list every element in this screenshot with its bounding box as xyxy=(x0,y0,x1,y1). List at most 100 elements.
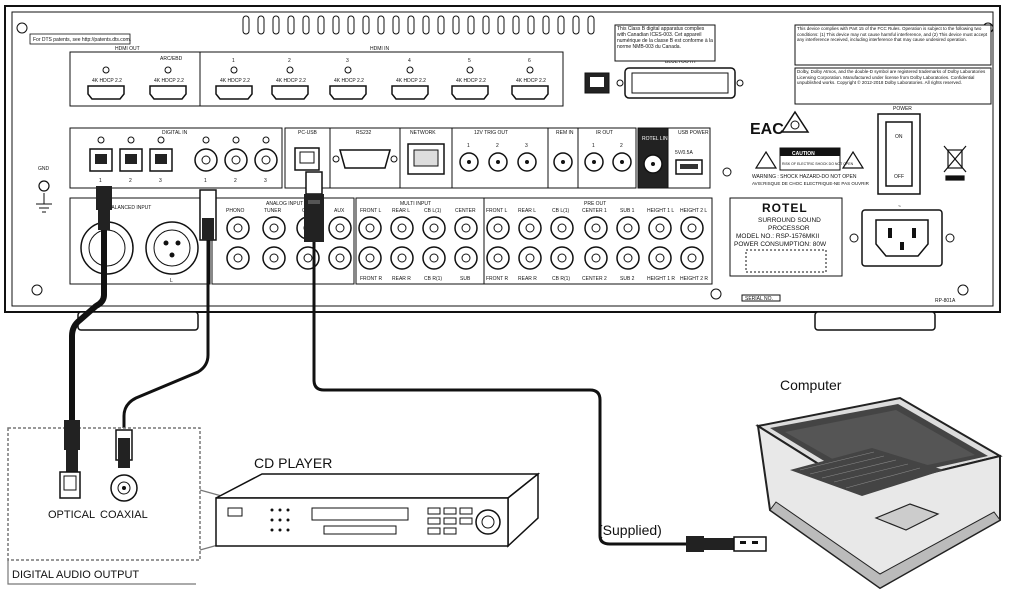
bluetooth-antenna-connector[interactable] xyxy=(624,67,736,99)
caution-title: CAUTION xyxy=(792,151,815,157)
cd-display xyxy=(323,525,397,535)
ac-power-socket[interactable] xyxy=(875,219,929,257)
trig-number-3: 3 xyxy=(525,143,528,149)
phono-l-jack[interactable] xyxy=(226,216,250,240)
pre-cb-l-jack[interactable] xyxy=(550,216,574,240)
pre-height2l-jack[interactable] xyxy=(680,216,704,240)
hdmi-in-port-3[interactable] xyxy=(329,85,367,100)
multi-rear-l-jack[interactable] xyxy=(390,216,414,240)
hdmi-out-port-arc[interactable] xyxy=(149,85,187,100)
hdcp-label-in-1: 4K HDCP 2.2 xyxy=(220,78,250,84)
pre-sub2-jack[interactable] xyxy=(616,246,640,270)
usb-cable xyxy=(312,200,690,546)
pre-center2-jack[interactable] xyxy=(584,246,608,270)
multi-front-l-jack[interactable] xyxy=(358,216,382,240)
cd-player-label: CD PLAYER xyxy=(254,455,332,471)
multi-sub-jack[interactable] xyxy=(454,246,478,270)
pre-rear-l-jack[interactable] xyxy=(518,216,542,240)
laptop-keyboard xyxy=(790,448,944,496)
hdcp-label-out-1: 4K HDCP 2.2 xyxy=(92,78,122,84)
pre-front-l-jack[interactable] xyxy=(486,216,510,240)
power-switch[interactable] xyxy=(885,121,913,187)
multi-cb-r-jack[interactable] xyxy=(422,246,446,270)
brand-logo: ROTEL xyxy=(762,201,808,215)
balanced-input-label: BALANCED INPUT xyxy=(108,205,151,211)
pre-front-r-jack[interactable] xyxy=(486,246,510,270)
power-label: POWER xyxy=(893,106,912,112)
multi-front-r-jack[interactable] xyxy=(358,246,382,270)
rotel-link-label: ROTEL LINK xyxy=(642,136,672,142)
optical-plug-bottom xyxy=(64,420,80,450)
left-foot xyxy=(77,311,199,331)
aux-l-jack[interactable] xyxy=(328,216,352,240)
rs232-port[interactable] xyxy=(339,149,391,169)
coaxial-input-3[interactable] xyxy=(254,148,278,172)
multi-top-4: CENTER xyxy=(455,208,476,214)
product-line1: SURROUND SOUND xyxy=(758,217,821,224)
pre-bottom-1: FRONT R xyxy=(486,276,509,282)
vent-slots xyxy=(242,15,595,35)
network-label: NETWORK xyxy=(410,130,436,136)
pc-usb-port[interactable] xyxy=(294,147,320,171)
hdmi-in-port-6[interactable] xyxy=(511,85,549,100)
computer-label: Computer xyxy=(780,377,842,393)
hdmi-in-port-1[interactable] xyxy=(215,85,253,100)
hdmi-in-port-5[interactable] xyxy=(451,85,489,100)
rs232-section: RS232 xyxy=(329,127,401,189)
usb-b-plug xyxy=(305,171,323,195)
caution-subtitle: RISK OF ELECTRIC SHOCK DO NOT OPEN xyxy=(782,162,854,166)
pre-top-3: CB L(1) xyxy=(552,208,570,214)
power-off-label: OFF xyxy=(894,174,904,180)
ir-number-2: 2 xyxy=(620,143,623,149)
multi-center-jack[interactable] xyxy=(454,216,478,240)
caution-label: CAUTION RISK OF ELECTRIC SHOCK DO NOT OP… xyxy=(752,147,870,186)
hdcp-label-in-6: 4K HDCP 2.2 xyxy=(516,78,546,84)
cd-r-jack[interactable] xyxy=(296,246,320,270)
phono-r-jack[interactable] xyxy=(226,246,250,270)
hdcp-label-in-3: 4K HDCP 2.2 xyxy=(334,78,364,84)
multi-top-2: REAR L xyxy=(392,208,410,214)
pre-center1-jack[interactable] xyxy=(584,216,608,240)
pre-sub1-jack[interactable] xyxy=(616,216,640,240)
hdmi-out-port-1[interactable] xyxy=(87,85,125,100)
model-plate: ROTEL SURROUND SOUND PROCESSOR MODEL NO.… xyxy=(729,197,843,277)
tuner-r-jack[interactable] xyxy=(262,246,286,270)
multi-cb-l-jack[interactable] xyxy=(422,216,446,240)
hdmi-in-number-5: 5 xyxy=(468,58,471,64)
hdmi-in-port-4[interactable] xyxy=(391,85,429,100)
coaxial-input-1[interactable] xyxy=(194,148,218,172)
multi-top-3: CB L(1) xyxy=(424,208,442,214)
balanced-left-label: L xyxy=(170,278,173,284)
gnd-screw[interactable] xyxy=(38,180,50,192)
digital-in-number-o3: 3 xyxy=(159,178,162,184)
pre-top-1: FRONT L xyxy=(486,208,508,214)
trig-out-label: 12V TRIG OUT xyxy=(474,130,508,136)
tuner-l-jack[interactable] xyxy=(262,216,286,240)
power-on-label: ON xyxy=(895,134,903,140)
multi-bottom-1: FRONT R xyxy=(360,276,383,282)
gnd-label: GND xyxy=(38,166,50,172)
analog-input-label: ANALOG INPUT xyxy=(266,201,303,207)
ir-out-section: IR OUT 1 2 xyxy=(577,127,637,189)
digital-audio-output-label: DIGITAL AUDIO OUTPUT xyxy=(12,569,139,581)
rem-label: REM IN xyxy=(556,130,574,136)
multi-rear-r-jack[interactable] xyxy=(390,246,414,270)
pre-height1l-jack[interactable] xyxy=(648,216,672,240)
dolby-notice: Dolby, Dolby Atmos, and the double-D sym… xyxy=(797,69,986,85)
pre-cb-r-jack[interactable] xyxy=(550,246,574,270)
pre-bottom-4: CENTER 2 xyxy=(582,276,607,282)
digital-in-number-o2: 2 xyxy=(129,178,132,184)
supplied-label: (Supplied) xyxy=(598,522,662,538)
pre-top-4: CENTER 1 xyxy=(582,208,607,214)
cd-player: CD PLAYER xyxy=(215,455,541,548)
hdmi-in-port-2[interactable] xyxy=(271,85,309,100)
cd-volume-knob xyxy=(475,509,501,535)
aux-r-jack[interactable] xyxy=(328,246,352,270)
pre-height2r-jack[interactable] xyxy=(680,246,704,270)
aux-label: AUX xyxy=(334,208,345,214)
pre-rear-r-jack[interactable] xyxy=(518,246,542,270)
pre-bottom-6: HEIGHT 1 R xyxy=(647,276,675,282)
pre-height1r-jack[interactable] xyxy=(648,246,672,270)
coaxial-input-2[interactable] xyxy=(224,148,248,172)
